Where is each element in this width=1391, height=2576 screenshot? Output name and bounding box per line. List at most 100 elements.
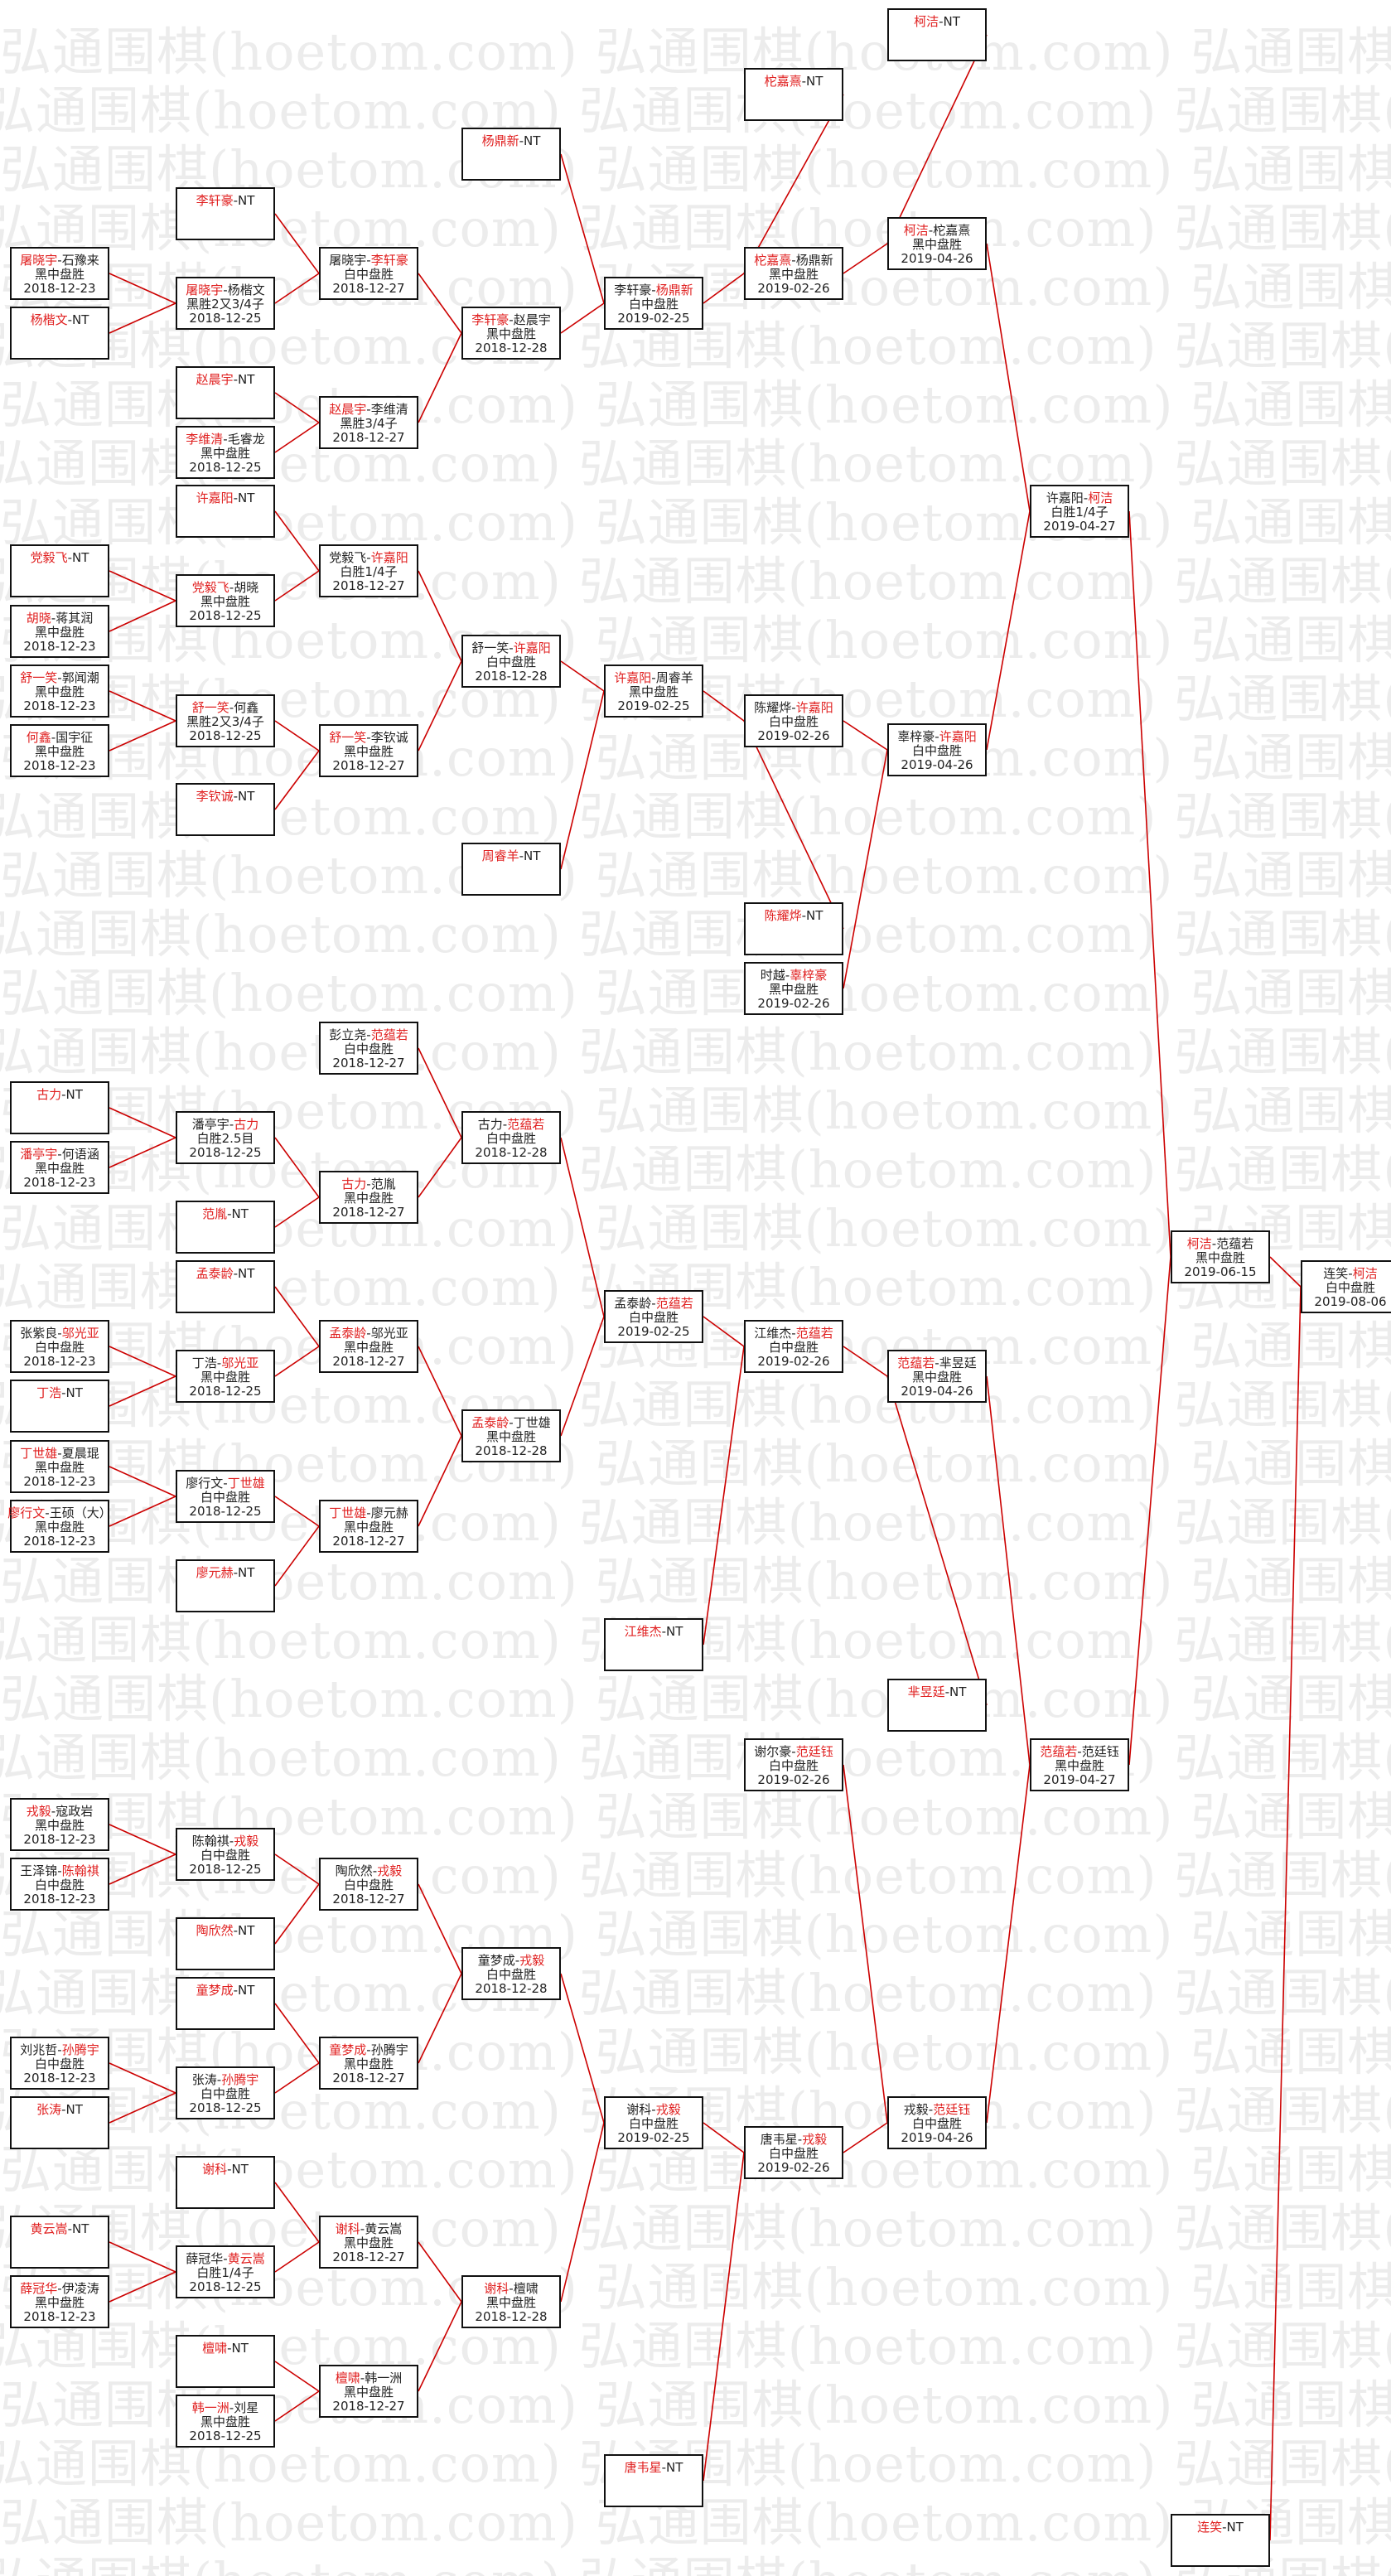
match-box[interactable]: 陈耀烨-NT [744, 902, 843, 955]
match-box[interactable]: 陶欣然-NT [176, 1917, 275, 1970]
match-box[interactable]: 廖元赫-NT [176, 1559, 275, 1612]
match-box[interactable]: 檀啸-NT [176, 2335, 275, 2388]
match-players: 檀啸-韩一洲 [336, 2371, 402, 2385]
match-box[interactable]: 古力-NT [10, 1081, 109, 1134]
player-white: NT [238, 491, 255, 505]
match-players: 陈耀烨-NT [765, 909, 823, 923]
match-result: 黑中盘胜 [200, 594, 250, 609]
match-date: 2018-12-27 [332, 2250, 405, 2264]
match-box[interactable]: 柁嘉熹-NT [744, 68, 843, 121]
match-box[interactable]: 芈昱廷-NT [887, 1679, 987, 1732]
match-box[interactable]: 谢科-NT [176, 2156, 275, 2209]
match-result: 白中盘胜 [768, 714, 819, 729]
match-box[interactable]: 黄云嵩-NT [10, 2216, 109, 2269]
match-box[interactable]: 柯洁-NT [887, 8, 987, 61]
match-box[interactable]: 杨鼎新-NT [461, 128, 561, 181]
match-box[interactable]: 赵晨宇-NT [176, 366, 275, 419]
match-box[interactable]: 童梦成-NT [176, 1977, 275, 2030]
match-box[interactable]: 江维杰-NT [604, 1618, 703, 1671]
match-box[interactable]: 周睿羊-NT [461, 843, 561, 896]
player-black: 张涛 [36, 2102, 62, 2117]
match-box[interactable]: 张涛-NT [10, 2096, 109, 2149]
match-box[interactable]: 杨楷文-NT [10, 307, 109, 360]
player-white: 杨鼎新 [795, 253, 833, 268]
player-separator: - [935, 1356, 939, 1370]
match-box[interactable]: 党毅飞-NT [10, 544, 109, 597]
match-box[interactable]: 唐韦星-NT [604, 2454, 703, 2507]
bracket-connector [274, 1525, 320, 1587]
player-white: 柯洁 [1352, 1266, 1378, 1281]
match-result: 黑中盘胜 [1195, 1250, 1245, 1265]
match-box[interactable]: 范胤-NT [176, 1201, 275, 1254]
match-box[interactable]: 许嘉阳-NT [176, 485, 275, 538]
match-box[interactable]: 李轩豪-NT [176, 187, 275, 240]
player-white: NT [238, 1565, 255, 1580]
match-box[interactable]: 连笑-NT [1171, 2514, 1270, 2567]
match-box[interactable]: 李钦诚-NT [176, 783, 275, 836]
match-box[interactable]: 孟泰龄-NT [176, 1260, 275, 1313]
match-box[interactable]: 丁浩-NT [10, 1380, 109, 1433]
match-players: 许嘉阳-周睿羊 [614, 671, 693, 685]
player-white: NT [949, 1684, 967, 1699]
